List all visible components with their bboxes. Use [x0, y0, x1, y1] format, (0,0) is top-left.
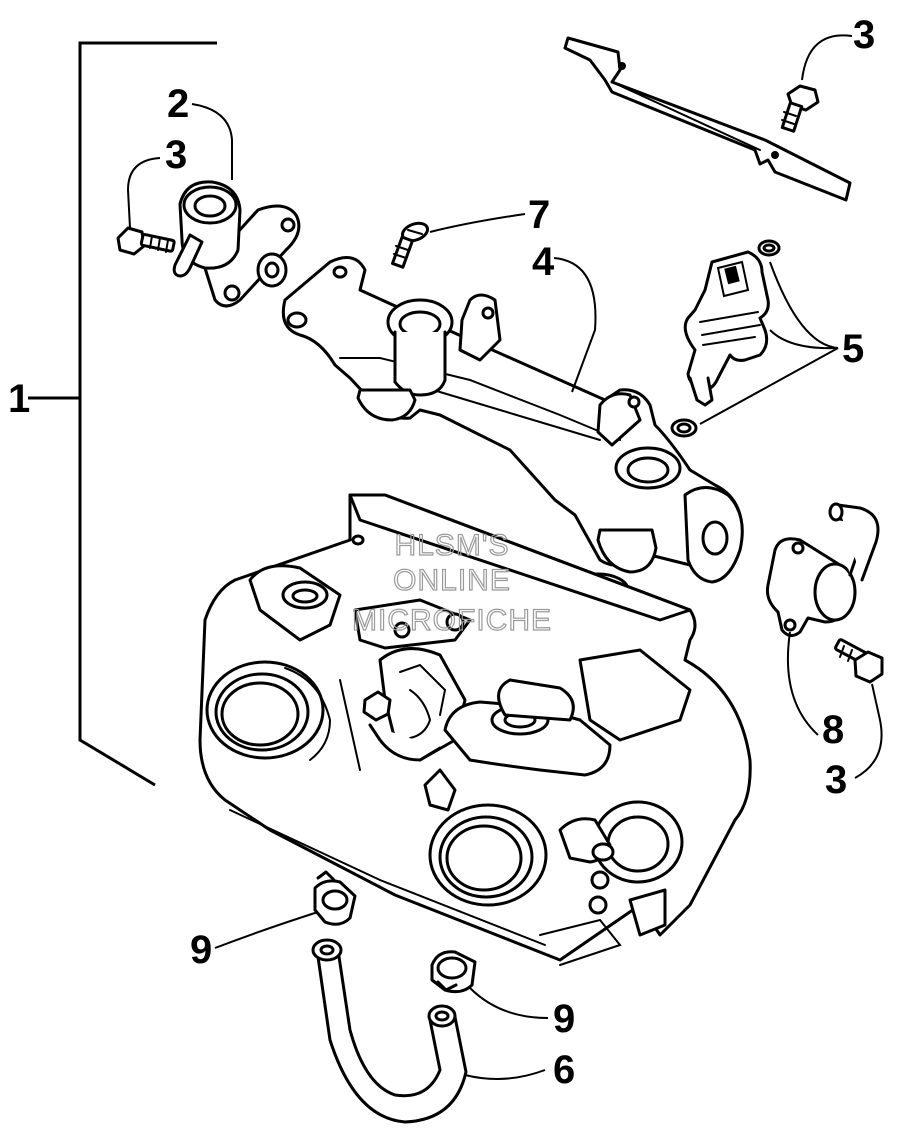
pressure-regulator [172, 180, 301, 308]
callout-7: 7 [528, 193, 550, 237]
watermark-line-3: MICROFICHE [352, 604, 552, 637]
coolant-hose [311, 938, 468, 1124]
hose-clamp-upper [313, 870, 357, 926]
watermark: HLSM'S ONLINE MICROFICHE [351, 528, 552, 637]
hose-clamp-lower [430, 950, 477, 994]
fuel-rail [281, 256, 744, 584]
callout-8: 8 [822, 708, 844, 752]
leader-lines [126, 34, 883, 1080]
callout-9-right: 9 [553, 997, 575, 1041]
callout-2: 2 [167, 82, 189, 126]
callout-3-left: 3 [165, 133, 187, 177]
hex-bolt-top [780, 84, 820, 133]
callout-6: 6 [553, 1048, 575, 1092]
throttle-position-sensor [766, 502, 880, 637]
callout-3-right: 3 [825, 758, 847, 802]
mounting-bracket-plate [563, 36, 852, 202]
callout-labels: 1 2 3 3 3 4 5 6 7 8 9 9 [8, 13, 875, 1092]
callout-3-top: 3 [853, 13, 875, 57]
throttle-body [198, 493, 752, 966]
hex-bolt-right [834, 638, 884, 684]
callout-9-left: 9 [190, 928, 212, 972]
callout-4: 4 [532, 240, 555, 284]
hex-bolt-left [116, 226, 176, 256]
fuel-injector [670, 239, 781, 438]
callout-5: 5 [842, 327, 864, 371]
watermark-line-1: HLSM'S [394, 529, 509, 562]
assembly-bracket [28, 41, 217, 787]
watermark-line-2: ONLINE [393, 564, 511, 597]
callout-1: 1 [8, 377, 30, 421]
phillips-screw [391, 221, 430, 269]
